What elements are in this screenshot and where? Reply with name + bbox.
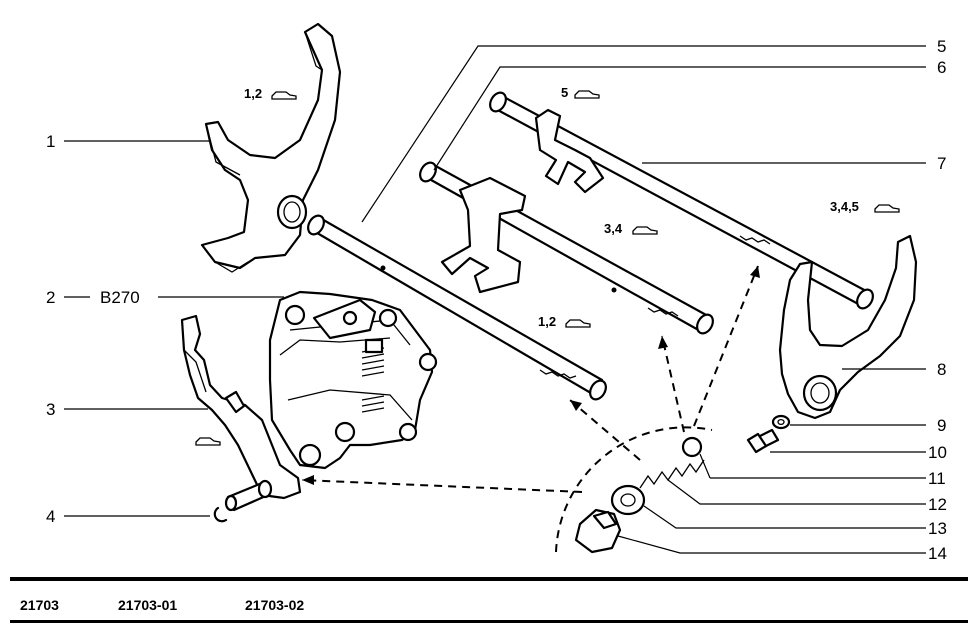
gear-labels: 1,2 5 3,4 3,4,5 1,2 xyxy=(195,85,900,446)
shift-rod-3-4 xyxy=(419,161,714,335)
callout-10: 10 xyxy=(928,443,947,462)
car-icon xyxy=(874,204,900,213)
footer-code: 21703 xyxy=(20,597,59,613)
callout-6: 6 xyxy=(937,58,946,77)
selector-lever xyxy=(180,314,302,500)
shift-fork-1-2 xyxy=(200,22,342,273)
callout-2: 2 xyxy=(46,288,55,307)
detent-spring xyxy=(639,459,705,489)
shift-rod-1-2 xyxy=(307,214,607,401)
shift-fork-3-4-5 xyxy=(778,234,918,420)
car-icon xyxy=(574,90,600,99)
gear-label-fork-1-2: 1,2 xyxy=(244,86,262,101)
gear-label-fork-3-4-5: 3,4,5 xyxy=(830,199,859,214)
callout-5: 5 xyxy=(937,37,946,56)
gear-label-rod-1-2: 1,2 xyxy=(538,314,556,329)
gear-label-rod-3-4: 3,4 xyxy=(604,221,623,236)
car-icon xyxy=(195,437,221,446)
footer-code: 21703-02 xyxy=(245,597,305,613)
footer-code: 21703-01 xyxy=(118,597,178,613)
gear-label-rod-5: 5 xyxy=(561,85,568,100)
callout-13: 13 xyxy=(928,519,947,538)
shift-rod-5 xyxy=(489,91,874,310)
callout-1: 1 xyxy=(46,132,55,151)
footer-top-rule xyxy=(10,577,968,581)
callout-4: 4 xyxy=(46,507,55,526)
selector-mechanism-b270 xyxy=(268,290,438,470)
assembly-guides xyxy=(301,265,760,553)
car-icon xyxy=(271,91,297,100)
fork-screw xyxy=(746,428,780,454)
leader-lines xyxy=(64,45,926,554)
callout-11: 11 xyxy=(928,469,946,488)
callout-12: 12 xyxy=(928,495,947,514)
callout-9: 9 xyxy=(937,416,946,435)
detent-ball xyxy=(681,436,703,458)
car-icon xyxy=(565,319,591,328)
callout-3: 3 xyxy=(46,400,55,419)
sealing-washer xyxy=(610,484,646,516)
car-icon xyxy=(632,226,658,235)
callout-14: 14 xyxy=(928,544,947,563)
callout-2-code: B270 xyxy=(100,288,140,307)
threaded-plug xyxy=(574,508,622,554)
lever-pin-with-circlip xyxy=(213,479,273,523)
footer-codes: 21703 21703-01 21703-02 xyxy=(0,597,977,617)
footer-bottom-rule xyxy=(10,620,968,623)
callout-numbers: 1 2 B270 3 4 5 6 7 8 9 10 11 12 13 14 xyxy=(46,37,947,563)
callout-7: 7 xyxy=(937,154,946,173)
callout-8: 8 xyxy=(937,360,946,379)
lock-washer xyxy=(771,414,791,430)
